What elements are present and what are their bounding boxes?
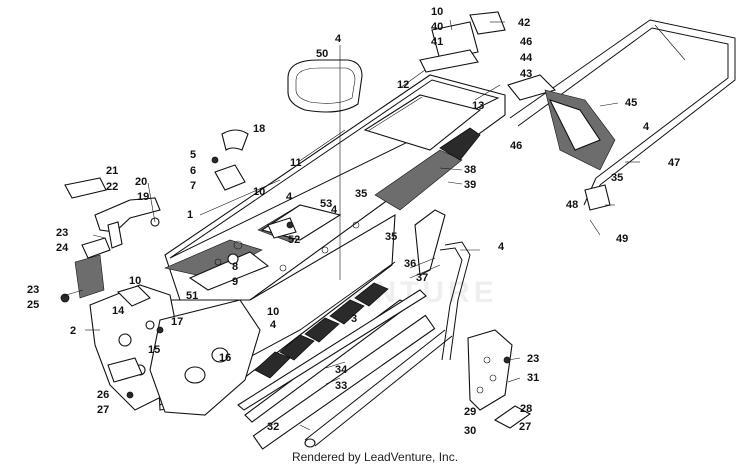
callout-13: 13 (472, 100, 484, 112)
callout-46: 46 (520, 36, 532, 48)
callout-4: 4 (270, 319, 277, 331)
callout-27: 27 (519, 421, 531, 433)
callout-19: 19 (137, 191, 149, 203)
callout-11: 11 (290, 157, 302, 169)
callout-35: 35 (611, 172, 623, 184)
callout-27: 27 (97, 404, 109, 416)
small-parts (211, 129, 297, 265)
callout-35: 35 (385, 231, 397, 243)
callout-37: 37 (416, 272, 428, 284)
callout-labels: 1 2 3 4 4 4 4 4 4 5 6 7 8 9 10 10 10 10 … (27, 6, 680, 437)
callout-10: 10 (267, 306, 279, 318)
callout-9: 9 (232, 276, 238, 288)
rails (237, 289, 453, 450)
callout-10: 10 (253, 186, 265, 198)
callout-36: 36 (404, 258, 416, 270)
callout-47: 47 (668, 157, 680, 169)
callout-23: 23 (56, 227, 68, 239)
callout-3: 3 (351, 313, 357, 325)
callout-2: 2 (70, 325, 76, 337)
callout-31: 31 (527, 372, 539, 384)
callout-29: 29 (464, 406, 476, 418)
callout-42: 42 (518, 17, 530, 29)
leader-lines (62, 19, 640, 431)
callout-33: 33 (335, 380, 347, 392)
callout-45: 45 (625, 97, 637, 109)
seat-pad (287, 59, 363, 113)
credit-line: Rendered by LeadVenture, Inc. (291, 450, 459, 464)
callout-35: 35 (355, 188, 367, 200)
callout-40: 40 (431, 21, 443, 33)
callout-32: 32 (267, 421, 279, 433)
callout-46: 46 (510, 140, 522, 152)
callout-16: 16 (219, 352, 231, 364)
callout-26: 26 (97, 389, 109, 401)
rear-brackets (419, 11, 506, 73)
callout-22: 22 (106, 181, 118, 193)
callout-10: 10 (431, 6, 443, 18)
callout-17: 17 (171, 316, 183, 328)
callout-50: 50 (316, 48, 328, 60)
callout-39: 39 (464, 179, 476, 191)
callout-5: 5 (190, 149, 196, 161)
left-brackets (60, 177, 164, 399)
callout-4: 4 (331, 204, 338, 216)
rear-flap (507, 74, 616, 211)
callout-8: 8 (232, 261, 238, 273)
callout-21: 21 (106, 165, 118, 177)
callout-10: 10 (129, 275, 141, 287)
callout-24: 24 (56, 242, 69, 254)
callout-14: 14 (112, 305, 125, 317)
callout-7: 7 (190, 180, 196, 192)
callout-44: 44 (520, 52, 533, 64)
callout-4: 4 (286, 191, 293, 203)
callout-1: 1 (187, 209, 193, 221)
callout-23: 23 (527, 353, 539, 365)
callout-48: 48 (566, 199, 578, 211)
callout-23: 23 (27, 284, 39, 296)
callout-43: 43 (520, 68, 532, 80)
callout-25: 25 (27, 299, 39, 311)
callout-20: 20 (135, 176, 147, 188)
callout-18: 18 (253, 123, 265, 135)
callout-49: 49 (616, 233, 628, 245)
callout-52: 52 (288, 234, 300, 246)
callout-53: 53 (320, 198, 332, 210)
chassis-tunnel (89, 74, 506, 416)
callout-34: 34 (335, 364, 348, 376)
callout-4: 4 (498, 241, 505, 253)
callout-51: 51 (186, 290, 198, 302)
callout-12: 12 (397, 79, 409, 91)
side-brace (414, 209, 471, 361)
callout-30: 30 (464, 425, 476, 437)
callout-4: 4 (643, 121, 650, 133)
callout-6: 6 (190, 165, 196, 177)
callout-38: 38 (464, 164, 476, 176)
callout-41: 41 (431, 36, 443, 48)
callout-15: 15 (148, 344, 160, 356)
callout-28: 28 (520, 403, 532, 415)
right-foot-plate (467, 329, 532, 429)
tunnel-cutouts (254, 282, 389, 379)
callout-4: 4 (335, 33, 342, 45)
